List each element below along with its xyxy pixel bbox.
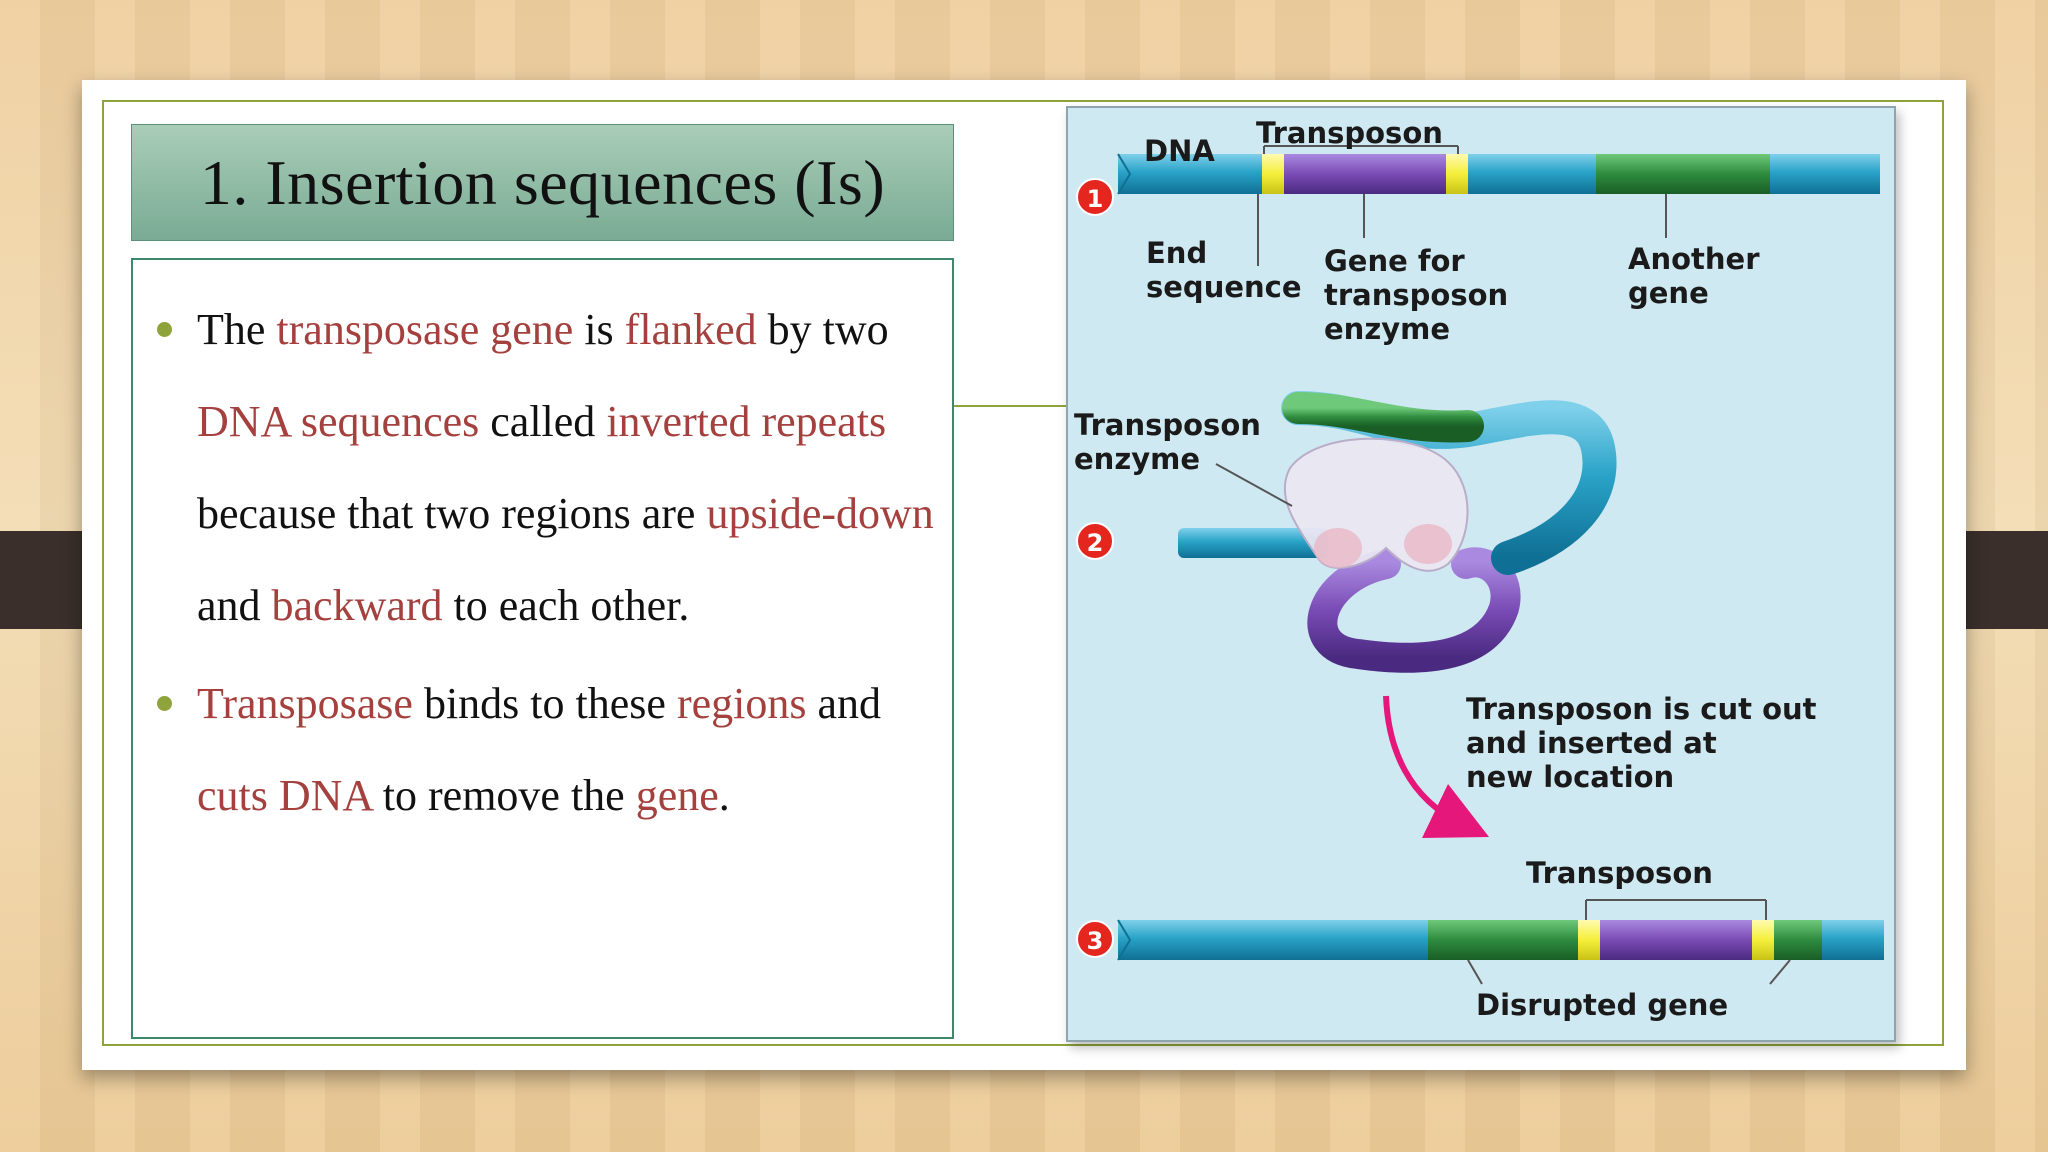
dna-label: DNA: [1144, 134, 1215, 168]
disrupted-gene-left: [1428, 920, 1578, 960]
highlighted-term: DNA sequences: [197, 397, 480, 446]
bullet-text: The: [197, 305, 277, 354]
bullet-dot-icon: [157, 696, 172, 711]
bullet-text: to each other.: [442, 581, 690, 630]
bullet-text: by two: [756, 305, 889, 354]
transposon-label-bottom: Transposon: [1526, 856, 1713, 890]
highlighted-term: upside-down: [706, 489, 934, 538]
bullet-text: to remove the: [371, 771, 636, 820]
dna-segment-blue: [1468, 154, 1596, 194]
end-sequence-label: End sequence: [1146, 236, 1302, 304]
bullet-text: binds to these: [412, 679, 677, 728]
highlighted-term: flanked: [624, 305, 757, 354]
highlighted-term: cuts DNA: [197, 771, 372, 820]
bullet-item: Transposase binds to these regions and c…: [155, 658, 938, 842]
transposon-label-top: Transposon: [1256, 116, 1443, 150]
bullet-text-box: The transposase gene is flanked by two D…: [131, 258, 954, 1039]
gene-for-enzyme-label: Gene for transposon enzyme: [1324, 244, 1509, 346]
cut-out-label: Transposon is cut out and inserted at ne…: [1466, 692, 1817, 794]
step-badge-2: 2: [1076, 522, 1114, 560]
end-sequence-right: [1752, 920, 1774, 960]
bullet-item: The transposase gene is flanked by two D…: [155, 284, 938, 652]
highlighted-term: gene: [635, 771, 719, 820]
transposon-loop-complex: [1178, 391, 1617, 673]
insertion-arrow: [1383, 695, 1490, 838]
highlighted-term: regions: [676, 679, 807, 728]
bullet-text: called: [479, 397, 607, 446]
dna-strand-2: [1178, 528, 1328, 558]
dna-segment-blue: [1118, 154, 1262, 194]
dna-segment-blue: [1770, 154, 1880, 194]
bullet-list: The transposase gene is flanked by two D…: [155, 284, 938, 842]
bullet-text: and: [197, 581, 272, 630]
transposon-figure: DNA Transposon End sequence Gene for tra…: [1066, 106, 1896, 1042]
bullet-text: is: [573, 305, 625, 354]
end-sequence-left: [1262, 154, 1284, 194]
dna-segment-blue: [1822, 920, 1884, 960]
dna-strand-3: [1117, 899, 1884, 985]
purple-loop: [1307, 547, 1521, 673]
dna-segment-blue: [1118, 920, 1298, 960]
highlighted-term: inverted repeats: [606, 397, 887, 446]
dna-segment-blue: [1298, 920, 1428, 960]
bullet-dot-icon: [157, 322, 172, 337]
step-badge-3: 3: [1076, 920, 1114, 958]
dna-strand-1: [1117, 145, 1880, 266]
transposase-gene-segment: [1284, 154, 1446, 194]
slide-title: 1. Insertion sequences (Is): [199, 146, 886, 218]
disrupted-gene-right: [1774, 920, 1822, 960]
title-box: 1. Insertion sequences (Is): [131, 124, 954, 241]
end-sequence-right: [1446, 154, 1468, 194]
another-gene-segment: [1596, 154, 1770, 194]
green-loop: [1282, 392, 1484, 443]
step-badge-1: 1: [1076, 178, 1114, 216]
highlighted-term: backward: [271, 581, 443, 630]
connector-line: [954, 405, 1066, 407]
figure-drawing: [1117, 145, 1884, 985]
bullet-text: and: [806, 679, 881, 728]
end-sequence-left: [1578, 920, 1600, 960]
bullet-text: because that two regions are: [197, 489, 707, 538]
another-gene-label: Another gene: [1628, 242, 1760, 310]
transposon-enzyme-label: Transposon enzyme: [1074, 408, 1261, 476]
highlighted-term: Transposase: [197, 679, 413, 728]
transposon-segment: [1600, 920, 1752, 960]
highlighted-term: transposase gene: [276, 305, 574, 354]
bullet-text: .: [718, 771, 730, 820]
slide-frame: [102, 100, 1944, 1046]
disrupted-gene-label: Disrupted gene: [1476, 988, 1729, 1022]
